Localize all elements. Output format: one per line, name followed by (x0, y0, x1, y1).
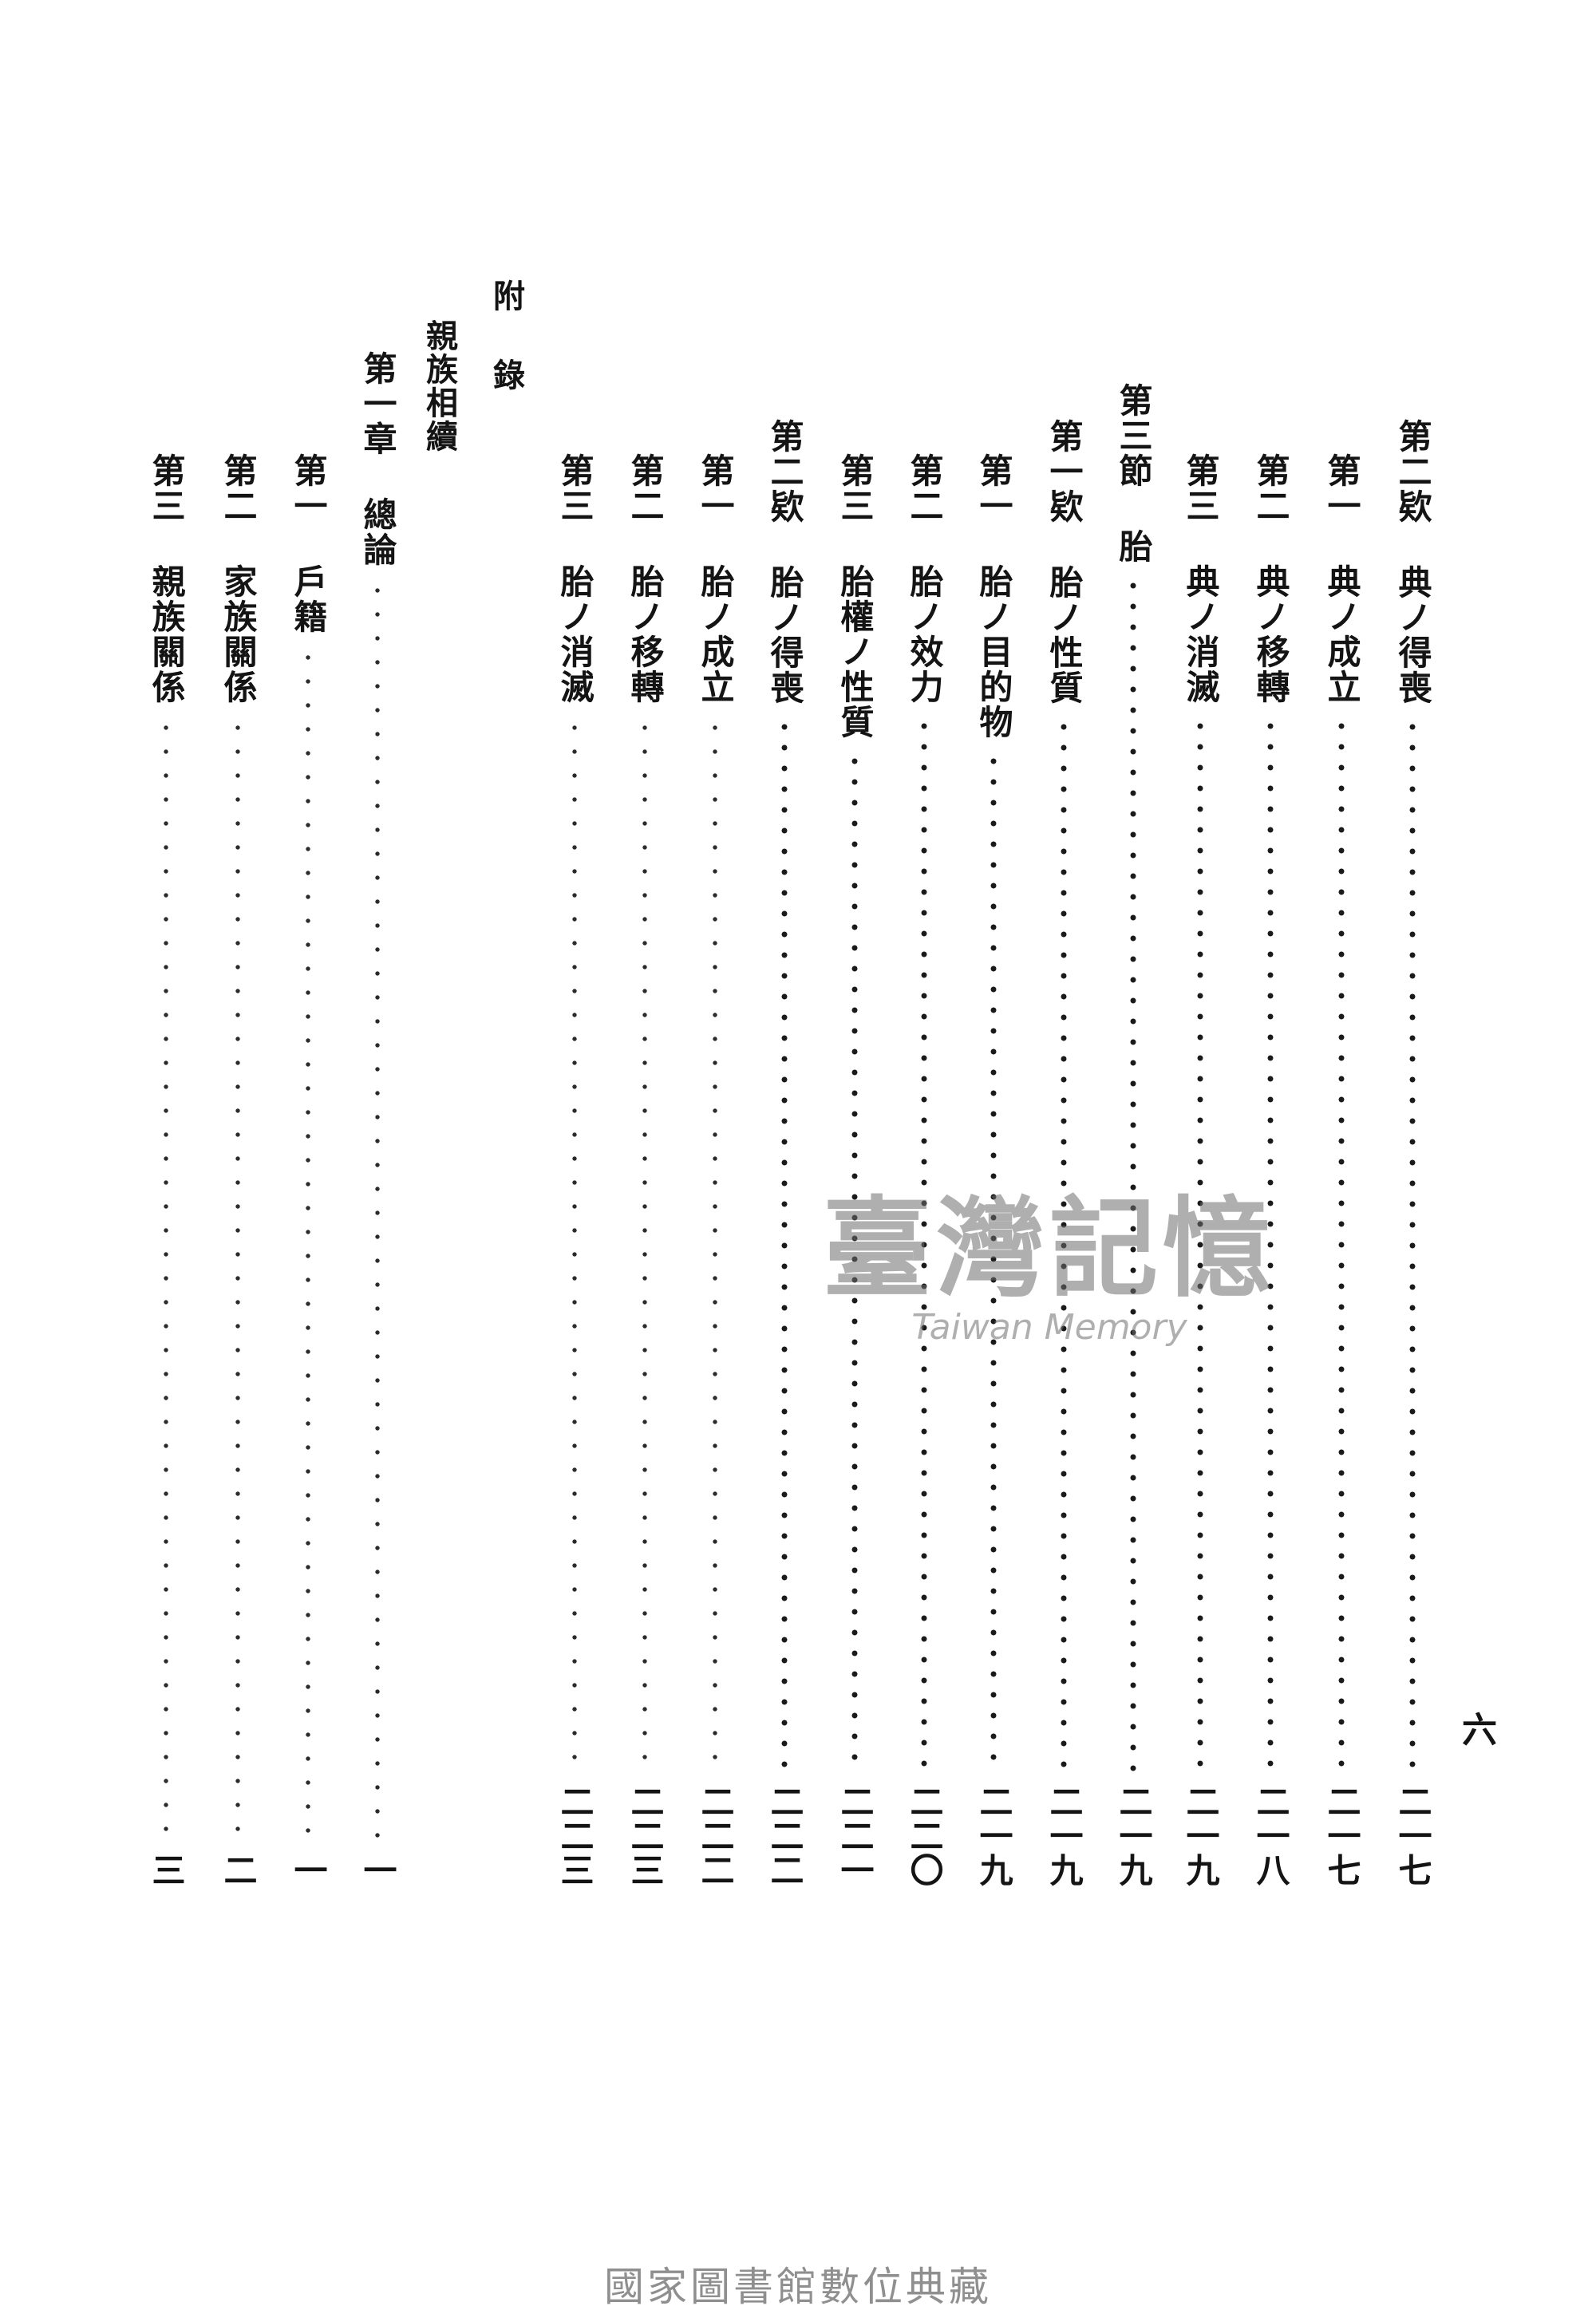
dot-leader (851, 751, 859, 1773)
dot-leader (1129, 575, 1137, 1773)
toc-entry-label: 第二 胎ノ效力 (905, 453, 944, 705)
toc-entry: 第二欵 典ノ得喪 二一七 (1390, 419, 1435, 1887)
toc-entry-page: 二 (219, 1853, 258, 1887)
toc-entry-label: 第三 典ノ消滅 (1181, 453, 1220, 705)
dot-leader (1408, 717, 1416, 1773)
dot-leader (234, 716, 242, 1842)
toc-entry: 第一 典ノ成立 二一七 (1319, 453, 1364, 1887)
toc-entry-page: 二二二 (696, 1784, 735, 1887)
toc-entry: 第二 家族關係 二 (215, 453, 260, 1887)
toc-entry-label: 第三 親族關係 (147, 453, 186, 705)
toc-entry: 第一 胎ノ成立 二二二 (693, 453, 737, 1887)
toc-entry-label: 第三節 胎 (1114, 383, 1153, 564)
appendix-heading: 附 錄 (488, 279, 525, 395)
dot-leader (1266, 716, 1274, 1773)
toc-entry: 第二 胎ノ效力 二二〇 (902, 453, 946, 1887)
toc-entry: 第二欵 胎ノ得喪 二二二 (762, 419, 807, 1887)
toc-entry: 第一欵 胎ノ性質 二一九 (1041, 419, 1086, 1887)
toc-entry-label: 第一 戶籍 (289, 453, 328, 634)
dot-leader (990, 751, 998, 1773)
toc-entry: 第二 典ノ移轉 二一八 (1248, 453, 1293, 1887)
toc-entry-page: 二二〇 (905, 1784, 944, 1887)
appendix-subheading: 親族相續 (421, 319, 458, 453)
toc-entry-label: 第二 胎ノ移轉 (626, 453, 665, 705)
toc-entry-page: 二二三 (555, 1784, 595, 1887)
toc-entry-page: 一 (289, 1853, 328, 1887)
watermark-en: Taiwan Memory (911, 1307, 1187, 1348)
toc-entry-page: 一 (358, 1853, 397, 1887)
toc-entry-label: 第一 典ノ成立 (1322, 453, 1361, 705)
dot-leader (1196, 716, 1204, 1773)
toc-entry: 第三 典ノ消滅 二一九 (1178, 453, 1223, 1887)
dot-leader (571, 716, 579, 1773)
toc-entry: 第一 戶籍 一 (286, 453, 330, 1887)
dot-leader (304, 646, 312, 1842)
footer-credit: 國家圖書館數位典藏 (604, 2264, 992, 2310)
dot-leader (1060, 717, 1068, 1773)
toc-entry-page: 二二二 (765, 1784, 804, 1887)
toc-entry-label: 第三 胎ノ消滅 (555, 453, 595, 705)
toc-entry: 第三 胎權ノ性質 二二一 (832, 453, 877, 1887)
dot-leader (920, 716, 928, 1773)
toc-entry-label: 第三 胎權ノ性質 (836, 453, 875, 740)
page-number: 六 (1462, 1710, 1497, 1751)
toc-entry-page: 二一九 (1114, 1784, 1153, 1887)
toc-entry: 第二 胎ノ移轉 二二三 (622, 453, 667, 1887)
toc-entry: 第一章 總論 一 (355, 351, 400, 1887)
toc-entry-label: 第一欵 胎ノ性質 (1045, 419, 1084, 705)
toc-entry-label: 第一 胎ノ成立 (696, 453, 735, 705)
toc-entry: 第三 親族關係 三 (144, 453, 188, 1887)
watermark: 臺灣記憶 Taiwan Memory (794, 1161, 1305, 1348)
toc-entry-label: 第二 典ノ移轉 (1251, 453, 1290, 705)
toc-entry-page: 三 (147, 1853, 186, 1887)
toc-entry-page: 二一九 (1181, 1784, 1220, 1887)
dot-leader (641, 716, 649, 1773)
toc-entry-page: 二一八 (1251, 1784, 1290, 1887)
watermark-cn: 臺灣記憶 (823, 1185, 1276, 1313)
toc-entry-label: 第二 家族關係 (219, 453, 258, 705)
toc-entry-label: 第一 胎ノ目的物 (974, 453, 1013, 740)
toc-entry: 第三 胎ノ消滅 二二三 (552, 453, 597, 1887)
dot-leader (1337, 716, 1345, 1773)
toc-entry-page: 二一九 (974, 1784, 1013, 1887)
dot-leader (780, 717, 788, 1773)
toc-entry-label: 第一章 總論 (358, 351, 397, 567)
toc-entry: 第三節 胎 二一九 (1111, 383, 1156, 1887)
toc-entry-label: 第二欵 典ノ得喪 (1393, 419, 1432, 705)
toc-entry-page: 二二一 (836, 1784, 875, 1887)
dot-leader (162, 716, 170, 1842)
toc-entry-page: 二一七 (1322, 1784, 1361, 1887)
toc-entry-page: 二一七 (1393, 1784, 1432, 1887)
toc-entry: 第一 胎ノ目的物 二一九 (971, 453, 1016, 1887)
dot-leader (711, 716, 719, 1773)
toc-entry-page: 二一九 (1045, 1784, 1084, 1887)
toc-entry-label: 第二欵 胎ノ得喪 (765, 419, 804, 705)
dot-leader (373, 578, 381, 1842)
toc-entry-page: 二二三 (626, 1784, 665, 1887)
